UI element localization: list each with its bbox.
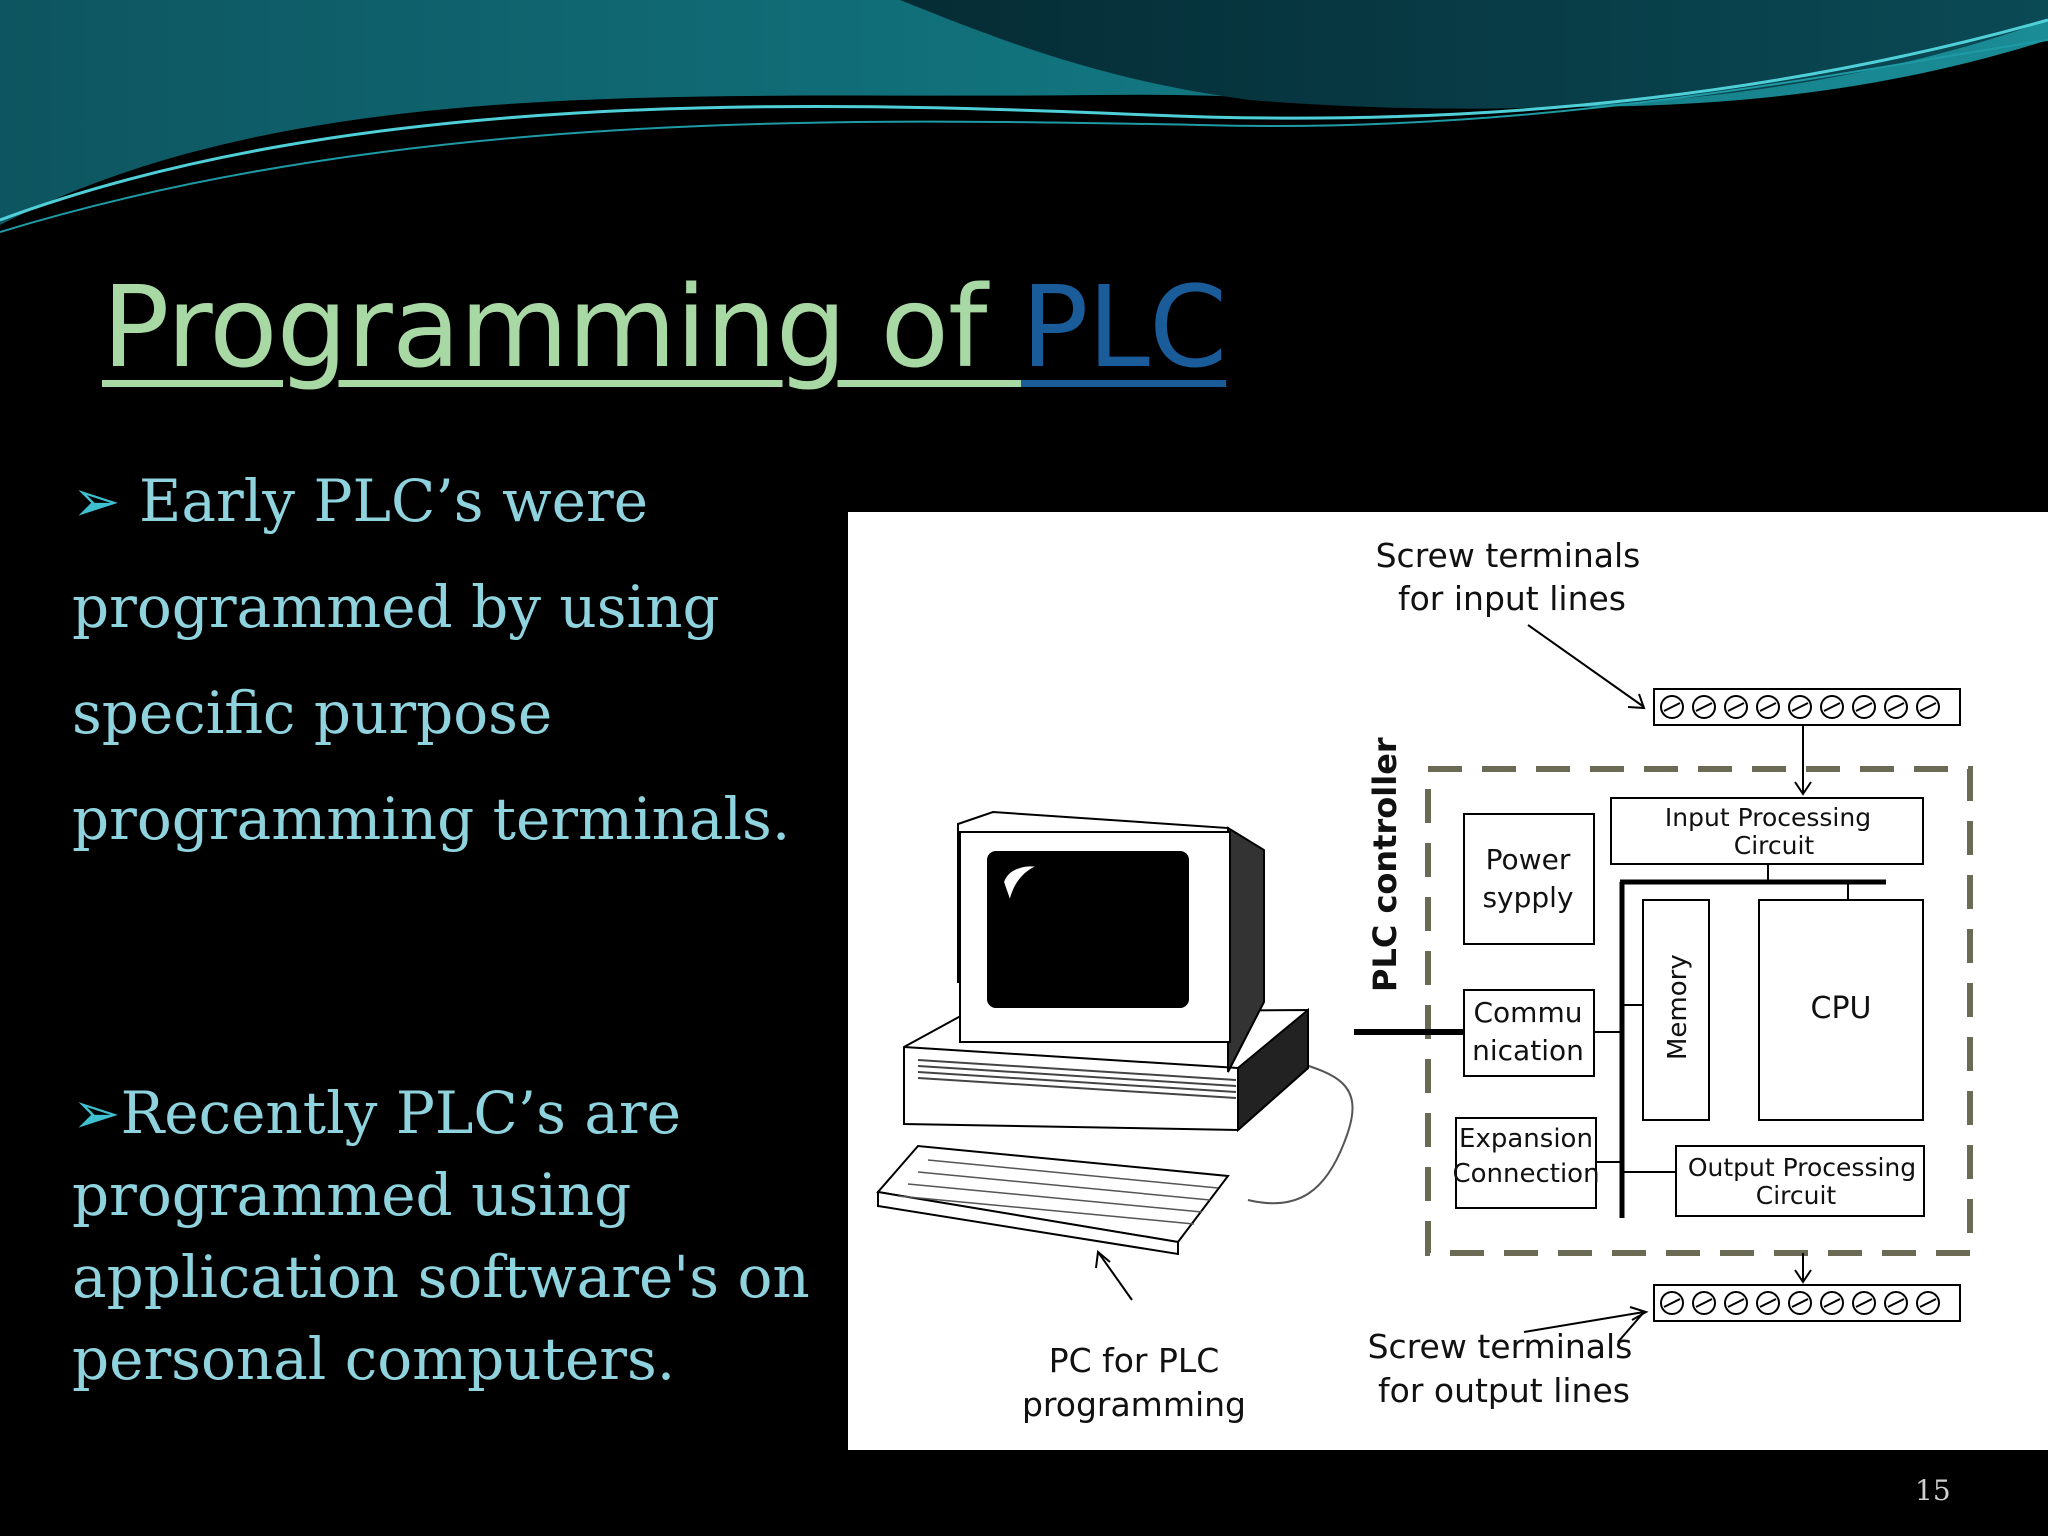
output-terminals-label-line2: for output lines (1378, 1371, 1630, 1410)
arrows (1095, 624, 1812, 1343)
pc-computer-icon (876, 810, 1354, 1256)
memory-label: Memory (1663, 954, 1693, 1060)
slide-title: Programming of PLC (102, 258, 1227, 398)
plc-controller-border (1425, 766, 1973, 1256)
input-terminals-label-line2: for input lines (1398, 579, 1626, 618)
plc-controller-label: PLC controller (1366, 737, 1404, 992)
power-supply-label-line2: sypply (1482, 881, 1573, 914)
input-processing-label-line2: Circuit (1734, 831, 1815, 860)
arrow-bullet-icon: ➢ (72, 467, 121, 535)
plc-diagram: Screw terminals for input lines PLC cont… (848, 512, 2048, 1450)
slide-title-main: Programming of (102, 263, 1022, 393)
bullet-text: Early PLC’s were programmed by using spe… (72, 467, 791, 853)
input-processing-label-line1: Input Processing (1665, 803, 1871, 832)
bus-lines (1354, 864, 1886, 1218)
pc-label-line2: programming (1022, 1385, 1246, 1424)
output-screw-terminals (1653, 1284, 1961, 1322)
output-terminals-label-line1: Screw terminals (1368, 1327, 1633, 1366)
power-supply-label-line1: Power (1486, 843, 1571, 876)
memory-block (1642, 899, 1710, 1121)
pc-label-line1: PC for PLC (1049, 1341, 1220, 1380)
expansion-label-line1: Expansion (1459, 1124, 1593, 1154)
expansion-block (1455, 1117, 1597, 1209)
expansion-label-line2: Connection (1452, 1159, 1599, 1189)
plc-diagram-svg: Screw terminals for input lines PLC cont… (876, 536, 1973, 1424)
input-terminals-label-line1: Screw terminals (1376, 536, 1641, 575)
communication-label-line2: nication (1472, 1034, 1584, 1067)
cpu-block (1758, 899, 1924, 1121)
slide-title-accent: PLC (1021, 263, 1227, 393)
arrow-bullet-icon: ➢ (72, 1079, 121, 1147)
bullet-point-early-plc: ➢ Early PLC’s were programmed by using s… (72, 448, 832, 872)
bullet-point-recent-plc: ➢Recently PLC’s are programmed using app… (72, 1072, 832, 1400)
header-wave-decoration (0, 0, 2048, 233)
input-screw-terminals (1653, 688, 1961, 726)
communication-label-line1: Commu (1474, 996, 1583, 1029)
output-processing-label-line1: Output Processing (1688, 1153, 1916, 1182)
power-supply-block (1463, 813, 1595, 945)
output-processing-label-line2: Circuit (1756, 1181, 1837, 1210)
output-processing-block (1675, 1145, 1925, 1217)
bullet-text: Recently PLC’s are programmed using appl… (72, 1079, 810, 1393)
cpu-label: CPU (1811, 991, 1872, 1026)
slide-number: 15 (1915, 1474, 1951, 1507)
